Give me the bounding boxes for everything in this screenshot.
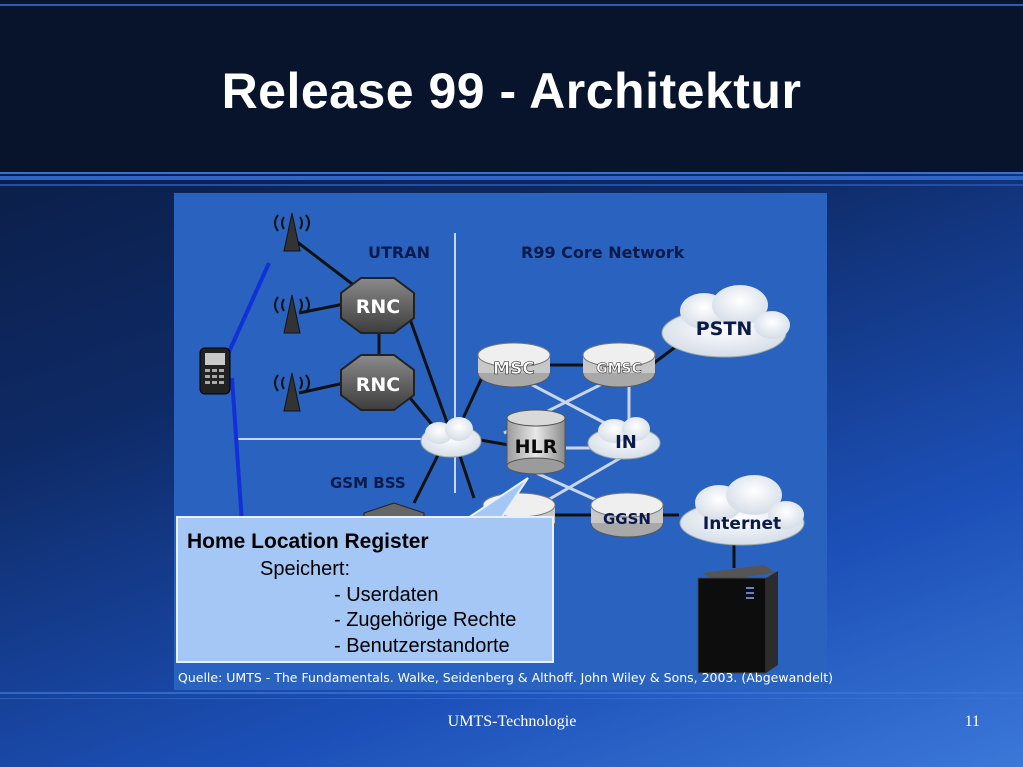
ggsn-router-icon — [590, 492, 664, 538]
pstn-label: PSTN — [696, 318, 752, 340]
gmsc-router-icon — [582, 342, 656, 388]
diagram-canvas: UTRAN R99 Core Network GSM BSS RNC RNC M… — [199, 212, 805, 674]
antenna-icon — [274, 372, 310, 412]
callout-title: Home Location Register — [187, 530, 429, 553]
core-cloud-icon — [420, 417, 482, 458]
server-icon — [697, 565, 778, 674]
internet-label: Internet — [703, 514, 781, 534]
rnc-2-label: RNC — [356, 374, 400, 396]
hlr-callout: Home Location Register Speichert: - User… — [176, 516, 554, 663]
hlr-label: HLR — [515, 436, 558, 458]
gsm-bss-label: GSM BSS — [330, 474, 406, 492]
mobile-phone-icon — [199, 347, 231, 395]
antenna-icon — [274, 212, 310, 252]
footer-title: UMTS-Technologie — [447, 713, 577, 730]
page-number: 11 — [964, 713, 980, 730]
rnc-1-label: RNC — [356, 296, 400, 318]
radio-link-2 — [230, 377, 244, 524]
antenna-icon — [274, 294, 310, 334]
msc-router-icon — [477, 342, 551, 388]
internet-cloud-icon — [679, 475, 805, 546]
radio-link-1 — [222, 262, 271, 364]
callout-line-2: - Userdaten — [334, 584, 439, 606]
in-label: IN — [615, 432, 637, 453]
header-divider — [0, 176, 1023, 180]
hlr-database-icon — [506, 409, 566, 475]
slide-title: Release 99 - Architektur — [221, 63, 802, 119]
msc-label: MSC — [493, 359, 535, 379]
core-network-label: R99 Core Network — [521, 243, 685, 262]
callout-line-4: - Benutzerstandorte — [334, 635, 510, 657]
gmsc-label: GMSC — [596, 361, 642, 377]
header-divider-secondary — [0, 184, 1023, 186]
in-cloud-icon — [587, 417, 661, 460]
callout-line-3: - Zugehörige Rechte — [334, 609, 517, 631]
slide-header — [0, 0, 1023, 174]
footer-divider — [0, 692, 1023, 694]
callout-line-1: Speichert: — [260, 558, 351, 580]
ggsn-label: GGSN — [603, 510, 651, 528]
rnc-node-2 — [340, 354, 415, 411]
pstn-cloud-icon — [661, 285, 790, 358]
footer-divider-secondary — [0, 698, 1023, 699]
rnc-node-1 — [340, 277, 415, 334]
source-citation: Quelle: UMTS - The Fundamentals. Walke, … — [178, 670, 834, 685]
utran-label: UTRAN — [368, 243, 430, 262]
